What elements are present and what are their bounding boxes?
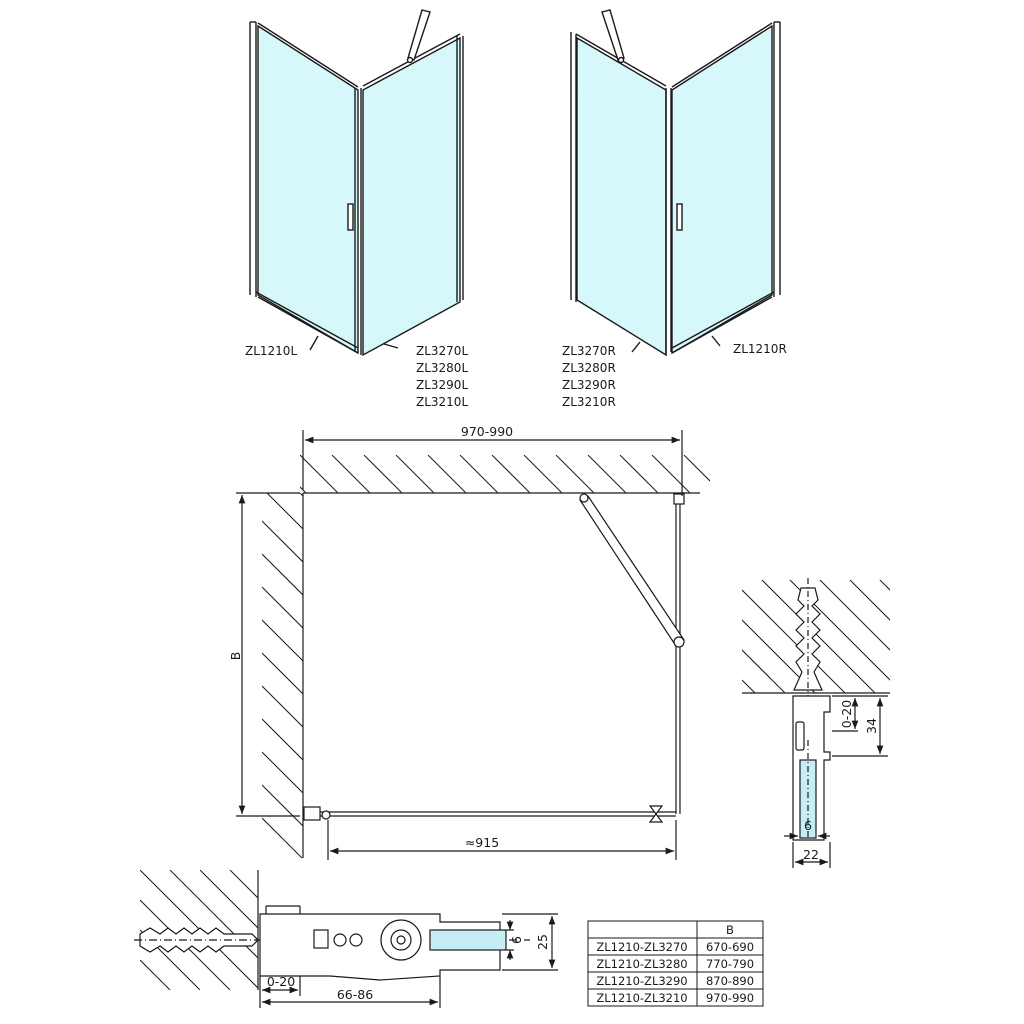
left-door-labels: ZL3270L ZL3280L ZL3290L ZL3210L [416, 344, 468, 409]
right-door-handle [676, 203, 683, 231]
size-table [587, 920, 764, 1007]
right-enclosure-3d-view [570, 9, 781, 357]
door-dimension: ≈915 [465, 835, 499, 850]
door-seal-joint [648, 805, 664, 823]
table-cell: ZL1210-ZL3270 [596, 940, 687, 954]
profile-width-dimension: 22 [803, 847, 819, 862]
top-wall-hatch [300, 455, 710, 493]
left-door-label: ZL3270L [416, 344, 468, 358]
right-door-labels: ZL3270R ZL3280R ZL3290R ZL3210R [562, 344, 616, 409]
right-fixed-panel-glass [671, 24, 773, 355]
bottom-glass-dimension: 6 [509, 936, 524, 944]
left-door-label: ZL3210L [416, 395, 468, 409]
left-wall-hatch [262, 493, 303, 858]
wall-profile-top [673, 493, 685, 505]
plan-support-arm [579, 495, 685, 647]
right-door-label: ZL3210R [562, 395, 616, 409]
left-support-arm [407, 9, 431, 61]
right-support-arm [601, 9, 625, 61]
table-cell: 670-690 [706, 940, 754, 954]
right-door-label: ZL3290R [562, 378, 616, 392]
bottom-height-dimension: 25 [535, 934, 550, 950]
left-door-label: ZL3280L [416, 361, 468, 375]
right-door-panel-glass [576, 36, 667, 357]
wall-profile-bottom [303, 806, 321, 821]
right-frame-label: ZL1210R [733, 342, 787, 356]
left-enclosure-3d-view [249, 9, 464, 357]
table-cell: ZL1210-ZL3290 [596, 974, 687, 988]
bottom-hinge-roller [380, 919, 422, 961]
table-cell: 770-790 [706, 957, 754, 971]
left-frame-label: ZL1210L [245, 344, 297, 358]
left-door-panel-glass [362, 36, 461, 357]
profile-height-dimension: 34 [864, 718, 879, 734]
table-cell: 970-990 [706, 991, 754, 1005]
table-cell: ZL1210-ZL3210 [596, 991, 687, 1005]
left-door-label: ZL3290L [416, 378, 468, 392]
profile-glass [799, 759, 817, 839]
right-door-label: ZL3280R [562, 361, 616, 375]
profile-glass-dimension: 6 [804, 818, 812, 833]
width-dimension: 970-990 [461, 424, 513, 439]
bottom-adjust-dimension: 0-20 [267, 974, 295, 989]
left-fixed-panel-glass [257, 24, 359, 355]
profile-wall-hatch [742, 580, 890, 693]
plan-view [236, 430, 710, 860]
profile-adjust-dimension: 0-20 [839, 700, 854, 728]
bottom-detail [134, 870, 558, 1008]
depth-dimension: B [228, 652, 243, 661]
bottom-length-dimension: 66-86 [337, 987, 373, 1002]
left-door-handle [347, 203, 354, 231]
table-cell: 870-890 [706, 974, 754, 988]
right-door-label: ZL3270R [562, 344, 616, 358]
table-header-cell: B [726, 923, 734, 937]
profile-detail [742, 578, 890, 868]
table-cell: ZL1210-ZL3280 [596, 957, 687, 971]
bottom-glass [429, 929, 507, 951]
